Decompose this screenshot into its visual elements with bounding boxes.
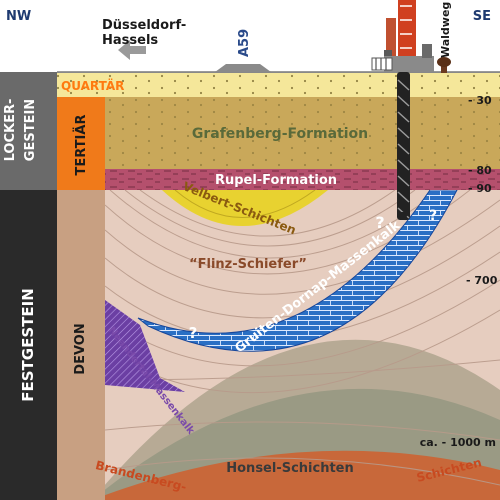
brandenberg-layer xyxy=(105,450,500,500)
rupel-label: Rupel-Formation xyxy=(215,173,337,188)
road-embankment xyxy=(215,64,271,72)
depth-1000: ca. - 1000 m xyxy=(420,436,496,449)
devon-block xyxy=(105,190,500,500)
depth-30: - 30 xyxy=(468,94,492,107)
city-line2: Hassels xyxy=(102,33,158,48)
fence xyxy=(371,57,393,71)
velbert-fold xyxy=(174,190,316,218)
grafenberg-dots xyxy=(57,97,500,169)
flinz-label: “Flinz-Schiefer” xyxy=(189,257,307,272)
fest-label: FESTGESTEIN xyxy=(19,288,37,402)
city-line1: Düsseldorf- xyxy=(102,18,186,33)
quartaer-label: QUARTÄR xyxy=(61,78,124,93)
tree xyxy=(437,57,451,73)
sidebar-locker-bg xyxy=(0,72,57,190)
unknown-mark-3: ? xyxy=(189,324,198,342)
devon-label: DEVON xyxy=(73,323,88,374)
nw-label: NW xyxy=(6,9,31,24)
depth-90: - 90 xyxy=(468,182,492,195)
sidebar-devon-bg xyxy=(57,190,105,500)
unknown-mark-2: ? xyxy=(429,208,437,224)
sidebar-top-line xyxy=(57,72,500,73)
tertiaer-label: TERTIÄR xyxy=(73,115,89,176)
borehole-tip xyxy=(397,212,410,219)
velbert-layer xyxy=(162,190,328,226)
unknown-mark-1: ? xyxy=(375,213,384,232)
neandertal-layer xyxy=(105,300,185,392)
arrow-left-icon xyxy=(118,40,146,60)
locker-line1: LOCKER- xyxy=(3,99,18,162)
gruiten-limestone xyxy=(137,190,458,352)
rupel-dashes xyxy=(57,169,500,190)
locker-line2: GESTEIN xyxy=(23,99,38,161)
drill-rig xyxy=(384,0,434,72)
sidebar-fest-bg xyxy=(0,190,57,500)
road-label: A59 xyxy=(237,29,252,57)
sidebar-tertiaer-bg xyxy=(57,97,105,190)
honsel-label: Honsel-Schichten xyxy=(226,461,354,476)
grafenberg-label: Grafenberg-Formation xyxy=(192,126,368,142)
depth-80: - 80 xyxy=(468,164,492,177)
se-label: SE xyxy=(473,9,491,24)
quaternary-dots xyxy=(57,72,500,97)
path-label: Waldweg xyxy=(439,2,452,58)
depth-700: - 700 xyxy=(466,274,498,287)
